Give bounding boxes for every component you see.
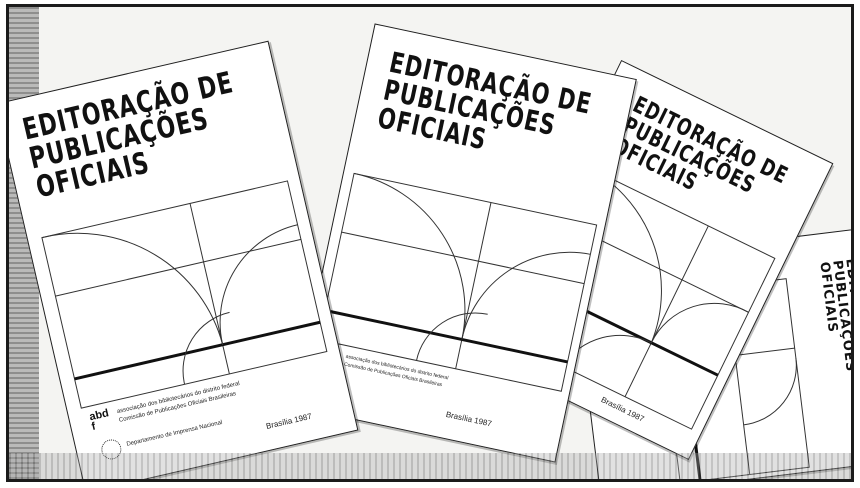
book-cover-2: EDITORAÇÃO DE PUBLICAÇÕES OFICIAIS assoc… [293,23,637,463]
photo-frame: EDITORAÇÃO DE PUBLICAÇÕES OFICIAIS EDITO… [6,4,854,482]
cover-2-geometric-art [318,172,598,392]
book-cover-1: EDITORAÇÃO DE PUBLICAÇÕES OFICIAIS abdf … [9,40,359,479]
cover-1-geometric-art [41,180,328,409]
